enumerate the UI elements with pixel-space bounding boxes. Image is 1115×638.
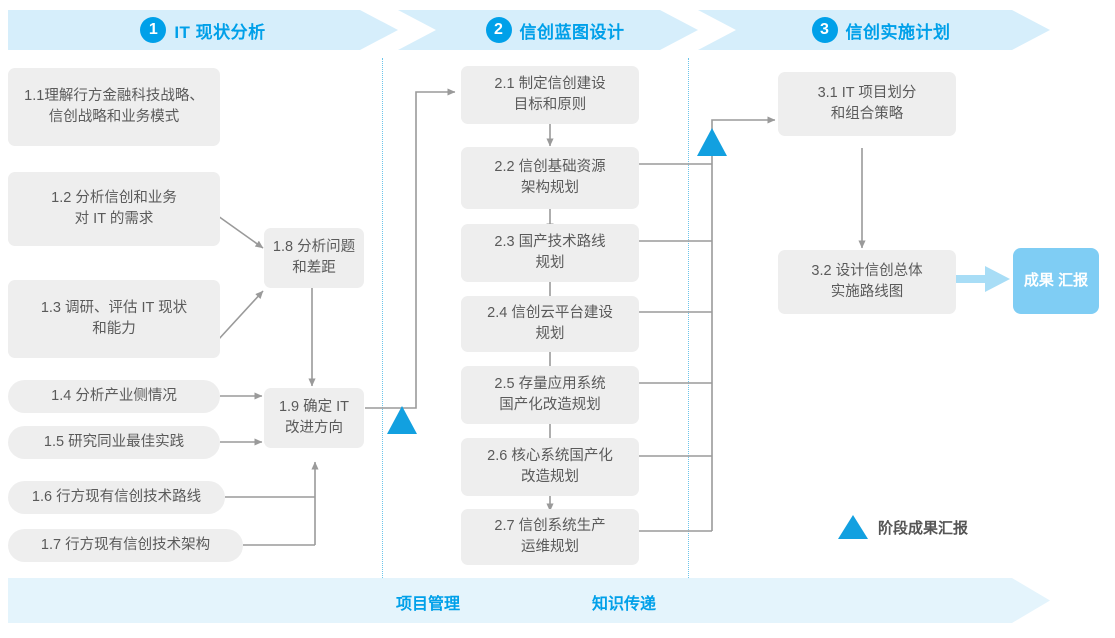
box-line-2: 信创战略和业务模式 (48, 109, 180, 125)
box-line-2: 目标和原则 (513, 97, 587, 113)
process-box-1-8[interactable]: 1.8 分析问题 和差距 (264, 228, 364, 288)
box-line-1: 2.2 信创基础资源 (494, 158, 606, 175)
box-line-2: 实施路线图 (830, 284, 904, 300)
box-line-2: 运维规划 (521, 539, 579, 555)
result-line-2: 汇报 (1058, 271, 1089, 289)
box-line-1: 1.9 确定 IT (278, 398, 350, 415)
box-line-1: 1.2 分析信创和业务 (51, 189, 177, 206)
box-line-1: 1.4 分析产业侧情况 (51, 387, 177, 404)
triangle-icon (838, 515, 868, 539)
bottom-band (8, 578, 1050, 623)
legend-label: 阶段成果汇报 (878, 519, 969, 537)
phase-divider-left (382, 58, 383, 586)
phase-divider-right (688, 58, 689, 586)
process-box-1-2[interactable]: 1.2 分析信创和业务 对 IT 的需求 (8, 172, 220, 246)
box-line-1: 3.1 IT 项目划分 (817, 84, 917, 101)
result-arrow (951, 266, 1010, 292)
box-line-1: 2.7 信创系统生产 (494, 517, 606, 534)
phase-band-shape-2 (398, 10, 698, 50)
process-box-2-3[interactable]: 2.3 国产技术路线 规划 (461, 224, 639, 282)
milestone-triangle-phase2 (697, 128, 727, 156)
box-line-1: 2.6 核心系统国产化 (487, 447, 613, 464)
box-line-2: 规划 (535, 326, 565, 342)
box-line-1: 2.3 国产技术路线 (494, 233, 606, 250)
process-box-2-1[interactable]: 2.1 制定信创建设 目标和原则 (461, 66, 639, 124)
phase-band-shape-3 (698, 10, 1050, 50)
box-line-1: 1.7 行方现有信创技术架构 (40, 536, 211, 553)
milestone-triangle-phase1 (387, 406, 417, 434)
process-box-2-2[interactable]: 2.2 信创基础资源 架构规划 (461, 147, 639, 209)
box-line-1: 2.5 存量应用系统 (494, 375, 606, 392)
legend-milestone: 阶段成果汇报 (838, 515, 968, 539)
bottom-label-knowledge-transfer: 知识传递 (592, 596, 657, 613)
bottom-band-shape (8, 578, 1050, 623)
phase-header-3: 3 信创实施计划 (698, 10, 1050, 50)
box-line-2: 架构规划 (521, 180, 579, 196)
box-line-2: 国产化改造规划 (499, 397, 601, 413)
box-line-1: 1.3 调研、评估 IT 现状 (40, 299, 188, 316)
phase-badge-3: 3 (811, 17, 838, 43)
process-box-2-5[interactable]: 2.5 存量应用系统 国产化改造规划 (461, 366, 639, 424)
box-line-2: 改进方向 (284, 420, 343, 436)
box-line-1: 1.8 分析问题 (272, 238, 356, 255)
phase-badge-2: 2 (485, 17, 512, 43)
phase-title-1: IT 现状分析 (174, 22, 266, 42)
result-line-1: 成果 (1023, 271, 1054, 289)
process-box-2-7[interactable]: 2.7 信创系统生产 运维规划 (461, 509, 639, 565)
process-box-3-1[interactable]: 3.1 IT 项目划分 和组合策略 (778, 72, 956, 136)
box-line-2: 和差距 (292, 260, 336, 276)
phase-badge-1: 1 (140, 17, 167, 43)
phase-header-1: 1 IT 现状分析 (8, 10, 398, 50)
box-line-1: 3.2 设计信创总体 (811, 262, 923, 279)
bottom-label-project-management: 项目管理 (396, 596, 461, 613)
box-line-2: 和能力 (92, 321, 136, 337)
process-box-1-7[interactable]: 1.7 行方现有信创技术架构 (8, 529, 243, 562)
phase-title-3: 信创实施计划 (845, 22, 951, 42)
process-box-1-9[interactable]: 1.9 确定 IT 改进方向 (264, 388, 364, 448)
process-box-1-3[interactable]: 1.3 调研、评估 IT 现状 和能力 (8, 280, 220, 358)
phase-header-2: 2 信创蓝图设计 (398, 10, 698, 50)
process-box-2-4[interactable]: 2.4 信创云平台建设 规划 (461, 296, 639, 352)
process-box-3-2[interactable]: 3.2 设计信创总体 实施路线图 (778, 250, 956, 314)
process-box-1-4[interactable]: 1.4 分析产业侧情况 (8, 380, 220, 413)
box-line-1: 1.1理解行方金融科技战略、 (24, 87, 204, 104)
box-line-1: 2.4 信创云平台建设 (487, 304, 613, 321)
box-line-2: 规划 (535, 255, 565, 271)
process-box-1-5[interactable]: 1.5 研究同业最佳实践 (8, 426, 220, 459)
box-line-2: 对 IT 的需求 (74, 211, 154, 227)
phase-band-shape-1 (8, 10, 398, 50)
box-line-1: 1.5 研究同业最佳实践 (43, 433, 185, 450)
box-line-1: 2.1 制定信创建设 (494, 75, 606, 92)
result-badge[interactable]: 成果 汇报 (1013, 248, 1099, 314)
phase-title-2: 信创蓝图设计 (519, 22, 625, 42)
process-box-1-1[interactable]: 1.1理解行方金融科技战略、 信创战略和业务模式 (8, 68, 220, 146)
box-line-2: 改造规划 (521, 469, 579, 485)
box-line-2: 和组合策略 (830, 106, 904, 122)
box-line-1: 1.6 行方现有信创技术路线 (31, 488, 202, 505)
process-box-2-6[interactable]: 2.6 核心系统国产化 改造规划 (461, 438, 639, 496)
process-box-1-6[interactable]: 1.6 行方现有信创技术路线 (8, 481, 225, 514)
